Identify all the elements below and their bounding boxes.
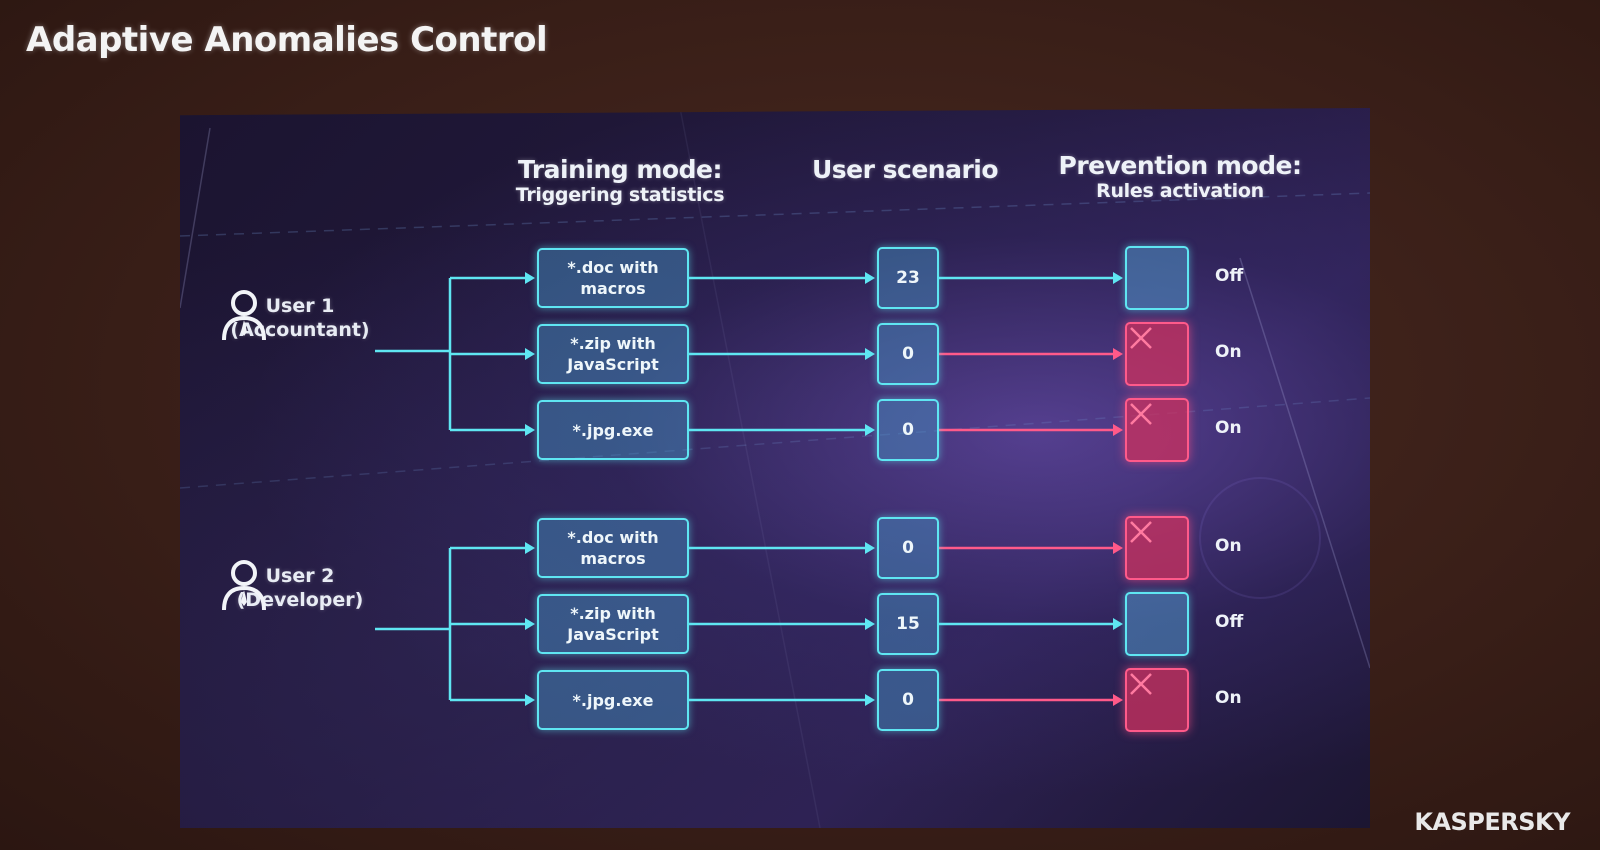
branch-arrow <box>450 694 535 706</box>
rule-state-label: On <box>1215 688 1242 708</box>
trigger-count: 15 <box>877 593 939 655</box>
rule-state-label: Off <box>1215 266 1244 286</box>
branch-arrow <box>450 618 535 630</box>
stat-arrow <box>689 424 875 436</box>
rule-box: *.doc with macros <box>537 518 689 578</box>
trigger-count: 0 <box>877 669 939 731</box>
branch-arrow <box>450 348 535 360</box>
rule-toggle-off[interactable] <box>1125 246 1189 310</box>
page-title: Adaptive Anomalies Control <box>26 20 548 60</box>
user-label: User 2 <box>265 565 335 587</box>
rule-state-label: On <box>1215 536 1242 556</box>
trigger-count: 0 <box>877 399 939 461</box>
rule-toggle-on[interactable] <box>1125 668 1189 732</box>
rule-box: *.jpg.exe <box>537 400 689 460</box>
training-title: Training mode: <box>518 155 722 184</box>
activation-arrow <box>939 348 1123 360</box>
column-prevention-heading: Prevention mode: Rules activation <box>1055 151 1305 202</box>
stat-arrow <box>689 348 875 360</box>
user-block: User 1(Accountant) <box>220 288 380 342</box>
user-role: (Developer) <box>236 589 364 611</box>
rule-state-label: On <box>1215 418 1242 438</box>
trigger-count: 23 <box>877 247 939 309</box>
rule-box: *.zip with JavaScript <box>537 594 689 654</box>
rule-toggle-on[interactable] <box>1125 398 1189 462</box>
user-block: User 2(Developer) <box>220 558 380 612</box>
connector-layer <box>375 272 1123 706</box>
trigger-count: 0 <box>877 323 939 385</box>
column-training-heading: Training mode: Triggering statistics <box>495 155 745 206</box>
stat-arrow <box>689 542 875 554</box>
rule-box: *.jpg.exe <box>537 670 689 730</box>
prevention-subtitle: Rules activation <box>1096 180 1264 202</box>
stat-arrow <box>689 618 875 630</box>
prevention-title: Prevention mode: <box>1058 151 1302 180</box>
rule-state-label: On <box>1215 342 1242 362</box>
rule-state-label: Off <box>1215 612 1244 632</box>
rule-toggle-off[interactable] <box>1125 592 1189 656</box>
brand-logo: KASPERSKY <box>1414 808 1570 836</box>
activation-arrow <box>939 618 1123 630</box>
column-scenario-heading: User scenario <box>800 155 1010 184</box>
scenario-title: User scenario <box>811 155 999 184</box>
branch-arrow <box>450 272 535 284</box>
branch-arrow <box>450 424 535 436</box>
user-label: User 1 <box>265 295 335 317</box>
trigger-count: 0 <box>877 517 939 579</box>
slide-screen: Training mode: Triggering statistics Use… <box>180 108 1370 828</box>
rule-box: *.zip with JavaScript <box>537 324 689 384</box>
rule-toggle-on[interactable] <box>1125 322 1189 386</box>
training-subtitle: Triggering statistics <box>515 184 725 206</box>
branch-arrow <box>450 542 535 554</box>
activation-arrow <box>939 424 1123 436</box>
activation-arrow <box>939 272 1123 284</box>
activation-arrow <box>939 694 1123 706</box>
stat-arrow <box>689 272 875 284</box>
rule-toggle-on[interactable] <box>1125 516 1189 580</box>
rule-box: *.doc with macros <box>537 248 689 308</box>
stat-arrow <box>689 694 875 706</box>
activation-arrow <box>939 542 1123 554</box>
